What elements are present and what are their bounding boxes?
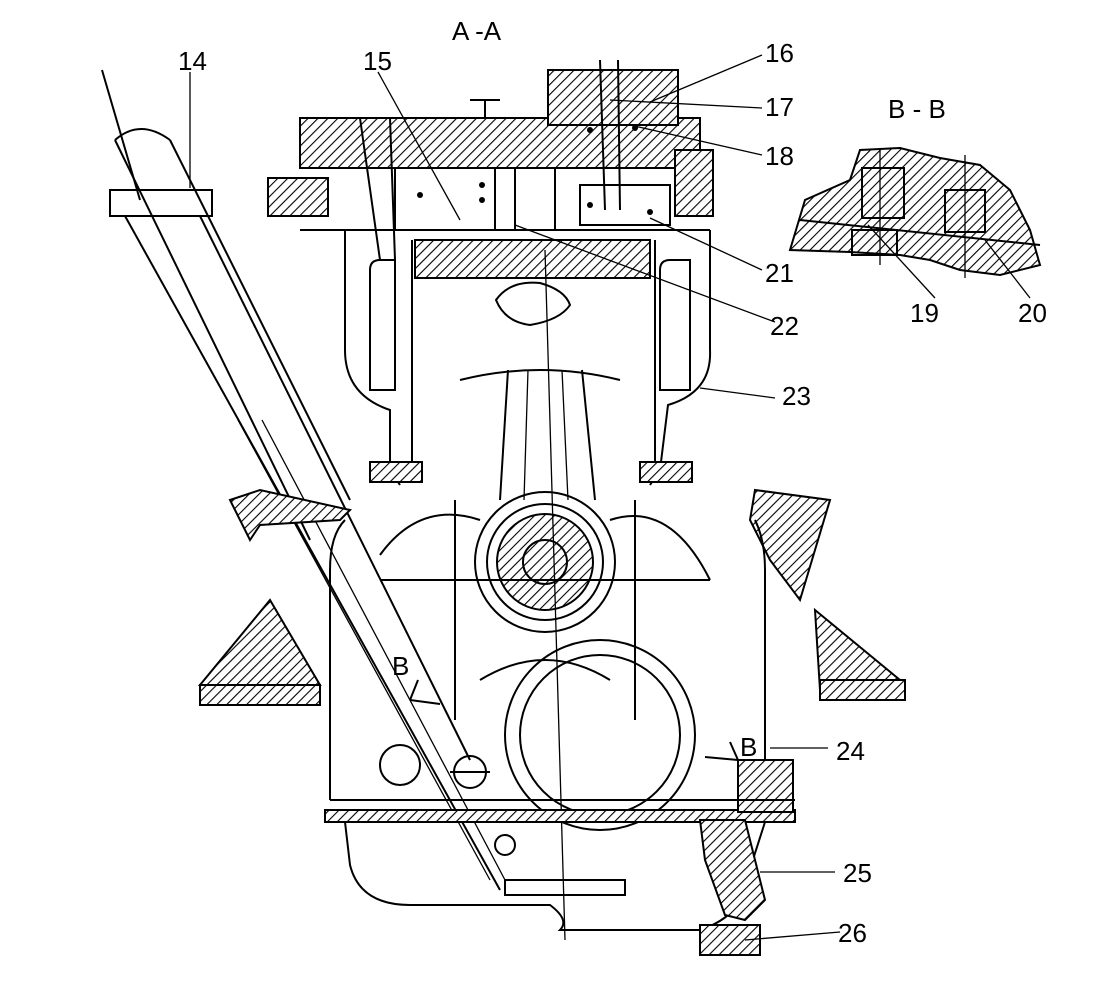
crankcase bbox=[197, 488, 906, 823]
callout-22: 22 bbox=[770, 311, 799, 341]
cylinder-block bbox=[344, 230, 712, 486]
callout-25: 25 bbox=[843, 858, 872, 888]
dipstick-rod bbox=[101, 69, 506, 891]
callout-21: 21 bbox=[765, 258, 794, 288]
callout-24: 24 bbox=[836, 736, 865, 766]
connecting-rod bbox=[379, 249, 711, 941]
section-marker-b-left: B bbox=[392, 651, 441, 705]
section-title-b-b: B - B bbox=[888, 94, 946, 124]
oil-sump bbox=[344, 819, 767, 956]
callout-14: 14 bbox=[178, 46, 207, 76]
section-marker-b-right: B bbox=[704, 732, 757, 762]
section-marker-right-label: B bbox=[740, 732, 757, 762]
cylinder-head bbox=[267, 59, 714, 261]
callout-23: 23 bbox=[782, 381, 811, 411]
callout-labels: 14 15 16 17 18 19 20 21 22 23 24 25 26 bbox=[178, 38, 1047, 948]
detail-section-b-b bbox=[788, 146, 1042, 278]
callout-17: 17 bbox=[765, 92, 794, 122]
callout-16: 16 bbox=[765, 38, 794, 68]
callout-leaders bbox=[189, 54, 1031, 941]
callout-20: 20 bbox=[1018, 298, 1047, 328]
callout-19: 19 bbox=[910, 298, 939, 328]
callout-15: 15 bbox=[363, 46, 392, 76]
callout-26: 26 bbox=[838, 918, 867, 948]
callout-18: 18 bbox=[765, 141, 794, 171]
section-marker-left-label: B bbox=[392, 651, 409, 681]
section-title-a-a: A -A bbox=[452, 16, 502, 46]
